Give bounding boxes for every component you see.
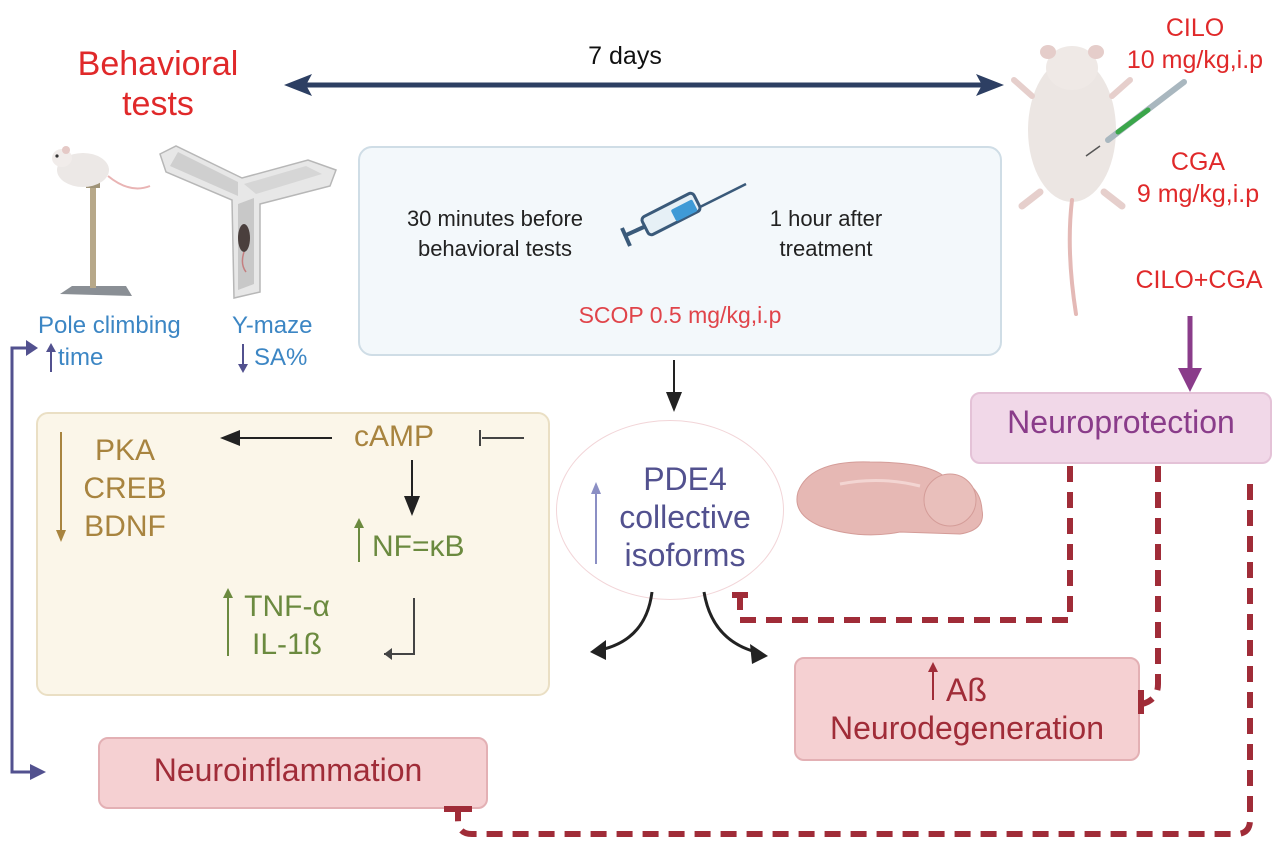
- pole-climbing-icon: [52, 146, 151, 296]
- cilo-name: CILO: [1165, 14, 1225, 42]
- pathway-box: [36, 412, 550, 696]
- brain-icon: [796, 461, 984, 536]
- seven-days-arrow: [284, 74, 1004, 96]
- behavioral-tests-line2: tests: [122, 85, 194, 123]
- timing-after-label: 1 hour after treatment: [756, 204, 896, 264]
- abeta-label: Aß: [946, 672, 987, 708]
- ymaze-down-arrow: [238, 344, 248, 373]
- tnf-label: TNF-α: [244, 590, 330, 623]
- abeta-up-arrow: [928, 662, 938, 700]
- pde4-label: PDE4 collective isoforms: [600, 460, 770, 574]
- pde4-to-pathway-arrow: [599, 591, 654, 652]
- pde4-ellipse: [556, 420, 784, 600]
- behavioral-tests-title: Behavioral tests: [62, 44, 254, 124]
- bdnf-label: BDNF: [84, 510, 166, 543]
- neuroprotection-box: [970, 392, 1272, 464]
- cilo-dose: 10 mg/kg,i.p: [1126, 46, 1264, 74]
- cga-dose: 9 mg/kg,i.p: [1136, 180, 1260, 208]
- pka-creb-bdnf-list: PKA CREB BDNF: [70, 432, 180, 546]
- creb-label: CREB: [83, 472, 167, 505]
- tests-to-neuroinflammation-connector: [10, 340, 46, 780]
- pde4-line2: collective: [619, 499, 751, 535]
- timing-after-line2: treatment: [779, 236, 873, 261]
- cga-name: CGA: [1170, 148, 1226, 176]
- neurodegeneration-label: Neurodegeneration: [830, 710, 1104, 746]
- cilo-dose-label: CILO 10 mg/kg,i.p: [1112, 12, 1278, 76]
- pka-label: PKA: [94, 434, 156, 467]
- neuroprotection-label: Neuroprotection: [1007, 404, 1235, 440]
- syringe-icon: [620, 182, 747, 247]
- nfkb-label: NF=κB: [372, 530, 465, 563]
- cytokines-list: TNF-α IL-1ß: [232, 588, 342, 664]
- duration-label: 7 days: [588, 42, 662, 70]
- camp-label: cAMP: [354, 420, 435, 453]
- pde4-to-neurodegeneration-arrow: [702, 591, 757, 654]
- pka-down-arrow: [56, 432, 66, 542]
- inhibit-neurodegeneration-dashed: [1141, 466, 1161, 707]
- pde4-up-arrow: [591, 482, 601, 564]
- behavioral-tests-line1: Behavioral: [77, 45, 239, 83]
- y-maze-result: SA%: [254, 344, 308, 371]
- inhibit-pde4-dashed: [737, 466, 1073, 623]
- injected-mouse-icon: [1011, 45, 1187, 316]
- timing-before-label: 30 minutes before behavioral tests: [386, 204, 604, 264]
- camp-inhibition-bar: [479, 430, 524, 446]
- neuroinflammation-box: [98, 737, 488, 809]
- neurodegeneration-box: [794, 657, 1140, 761]
- combo-to-neuroprotection-arrow: [1178, 316, 1202, 392]
- timing-before-line1: 30 minutes before: [406, 206, 584, 231]
- pole-climbing-label: Pole climbing: [38, 312, 181, 339]
- inhibit-neuroinflammation-dashed: [455, 484, 1253, 837]
- pole-up-arrow: [46, 343, 56, 372]
- pde4-line1: PDE4: [643, 461, 727, 497]
- timing-after-line1: 1 hour after: [769, 206, 883, 231]
- il1b-label: IL-1ß: [251, 628, 323, 661]
- timing-before-line2: behavioral tests: [417, 236, 573, 261]
- pole-climbing-result: time: [58, 344, 104, 371]
- combo-label: CILO+CGA: [1135, 266, 1263, 294]
- y-maze-label: Y-maze: [232, 312, 313, 339]
- pde4-line3: isoforms: [624, 537, 746, 573]
- cga-dose-label: CGA 9 mg/kg,i.p: [1118, 146, 1278, 210]
- neuroinflammation-label: Neuroinflammation: [153, 752, 423, 788]
- nfkb-up-arrow: [354, 518, 364, 562]
- scop-dose-label: SCOP 0.5 mg/kg,i.p: [578, 302, 782, 328]
- y-maze-icon: [159, 145, 337, 299]
- tnf-up-arrow: [223, 588, 233, 656]
- treatment-box: [358, 146, 1002, 356]
- nfkb-to-cytokines-arrow: [384, 598, 415, 655]
